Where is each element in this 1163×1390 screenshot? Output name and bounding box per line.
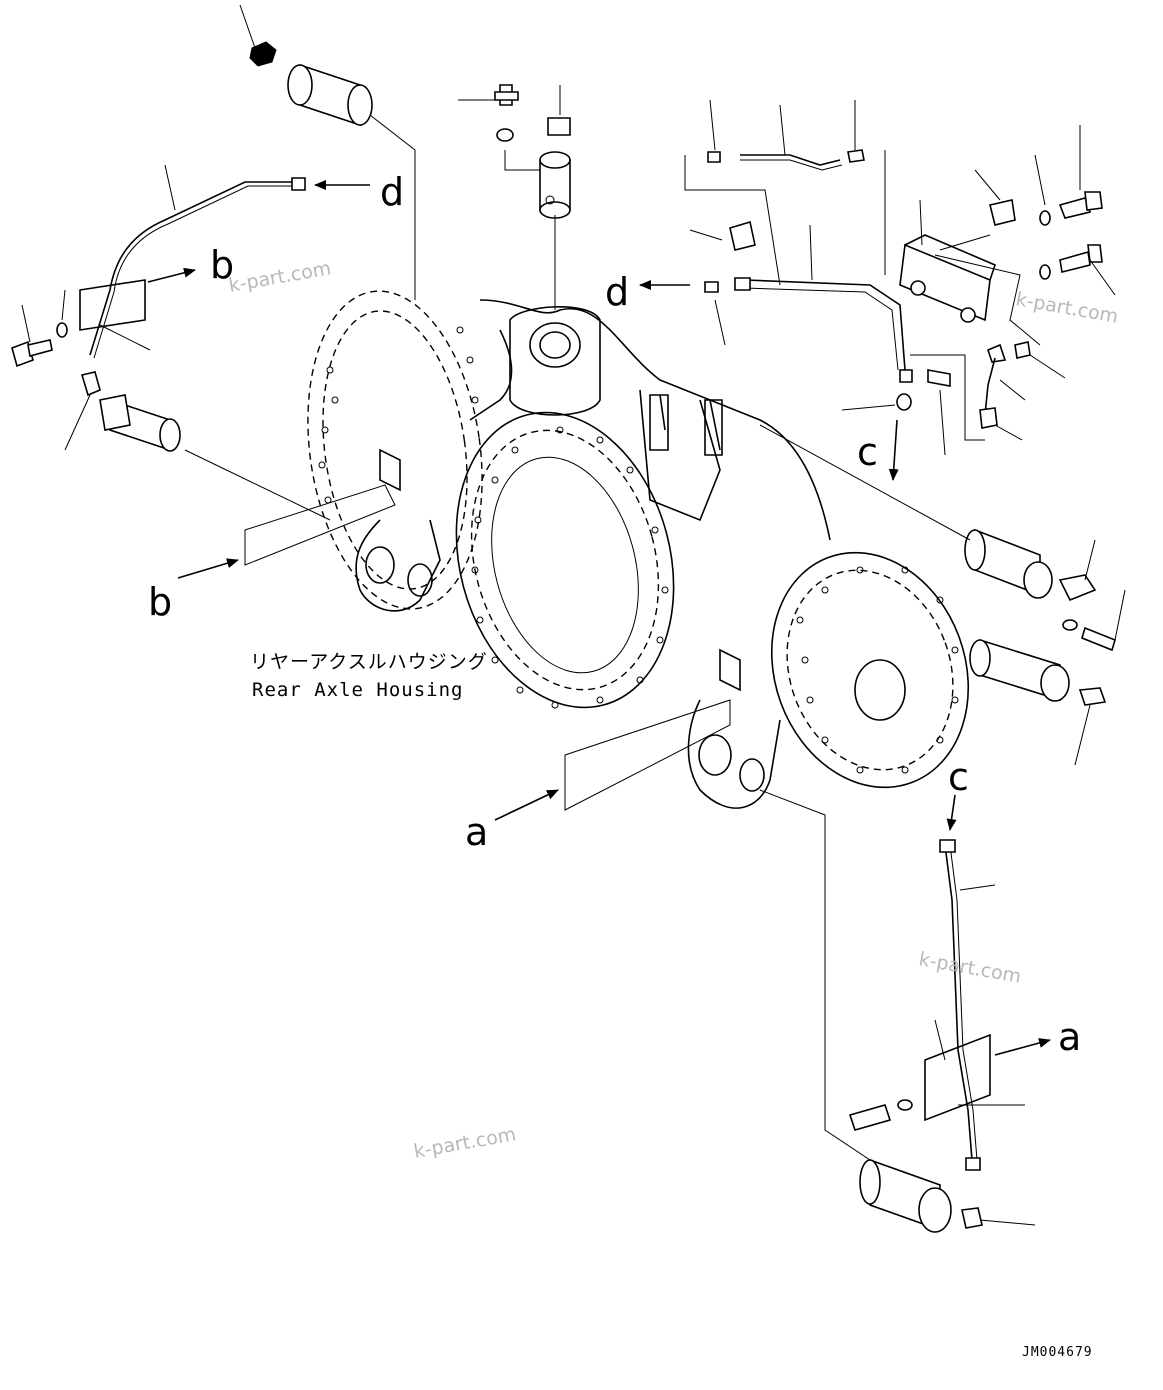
left-pin (99, 394, 331, 521)
callout-a-left: a (465, 810, 488, 854)
rear-axle-housing (307, 290, 970, 809)
callout-b-top: b (210, 243, 234, 287)
callout-c-lower: c (948, 755, 969, 799)
watermark: k-part.com (412, 1123, 518, 1163)
callout-d-top: d (380, 170, 404, 214)
bracket-plate (899, 125, 1116, 441)
callout-d-mid: d (605, 270, 629, 314)
callout-a-right: a (1058, 1015, 1081, 1059)
callout-b-bottom: b (148, 580, 172, 624)
watermark: k-part.com (227, 257, 333, 297)
right-pins (759, 424, 1126, 766)
watermark: k-part.com (917, 948, 1023, 988)
top-center-pin (458, 84, 571, 310)
housing-label-en: Rear Axle Housing (252, 679, 463, 701)
bottom-pin (759, 789, 952, 1233)
left-grease-tube (11, 164, 306, 451)
reference-arrows (147, 180, 1051, 1056)
watermark: k-part.com (1014, 288, 1120, 328)
right-grease-tube-bottom (924, 839, 1036, 1229)
housing-label-jp: リヤーアクスルハウジング (250, 651, 488, 673)
drawing-code: JM004679 (1022, 1345, 1093, 1360)
right-grease-tube-top (684, 99, 985, 456)
top-left-pin (239, 4, 373, 127)
callout-c-mid: c (857, 430, 878, 474)
